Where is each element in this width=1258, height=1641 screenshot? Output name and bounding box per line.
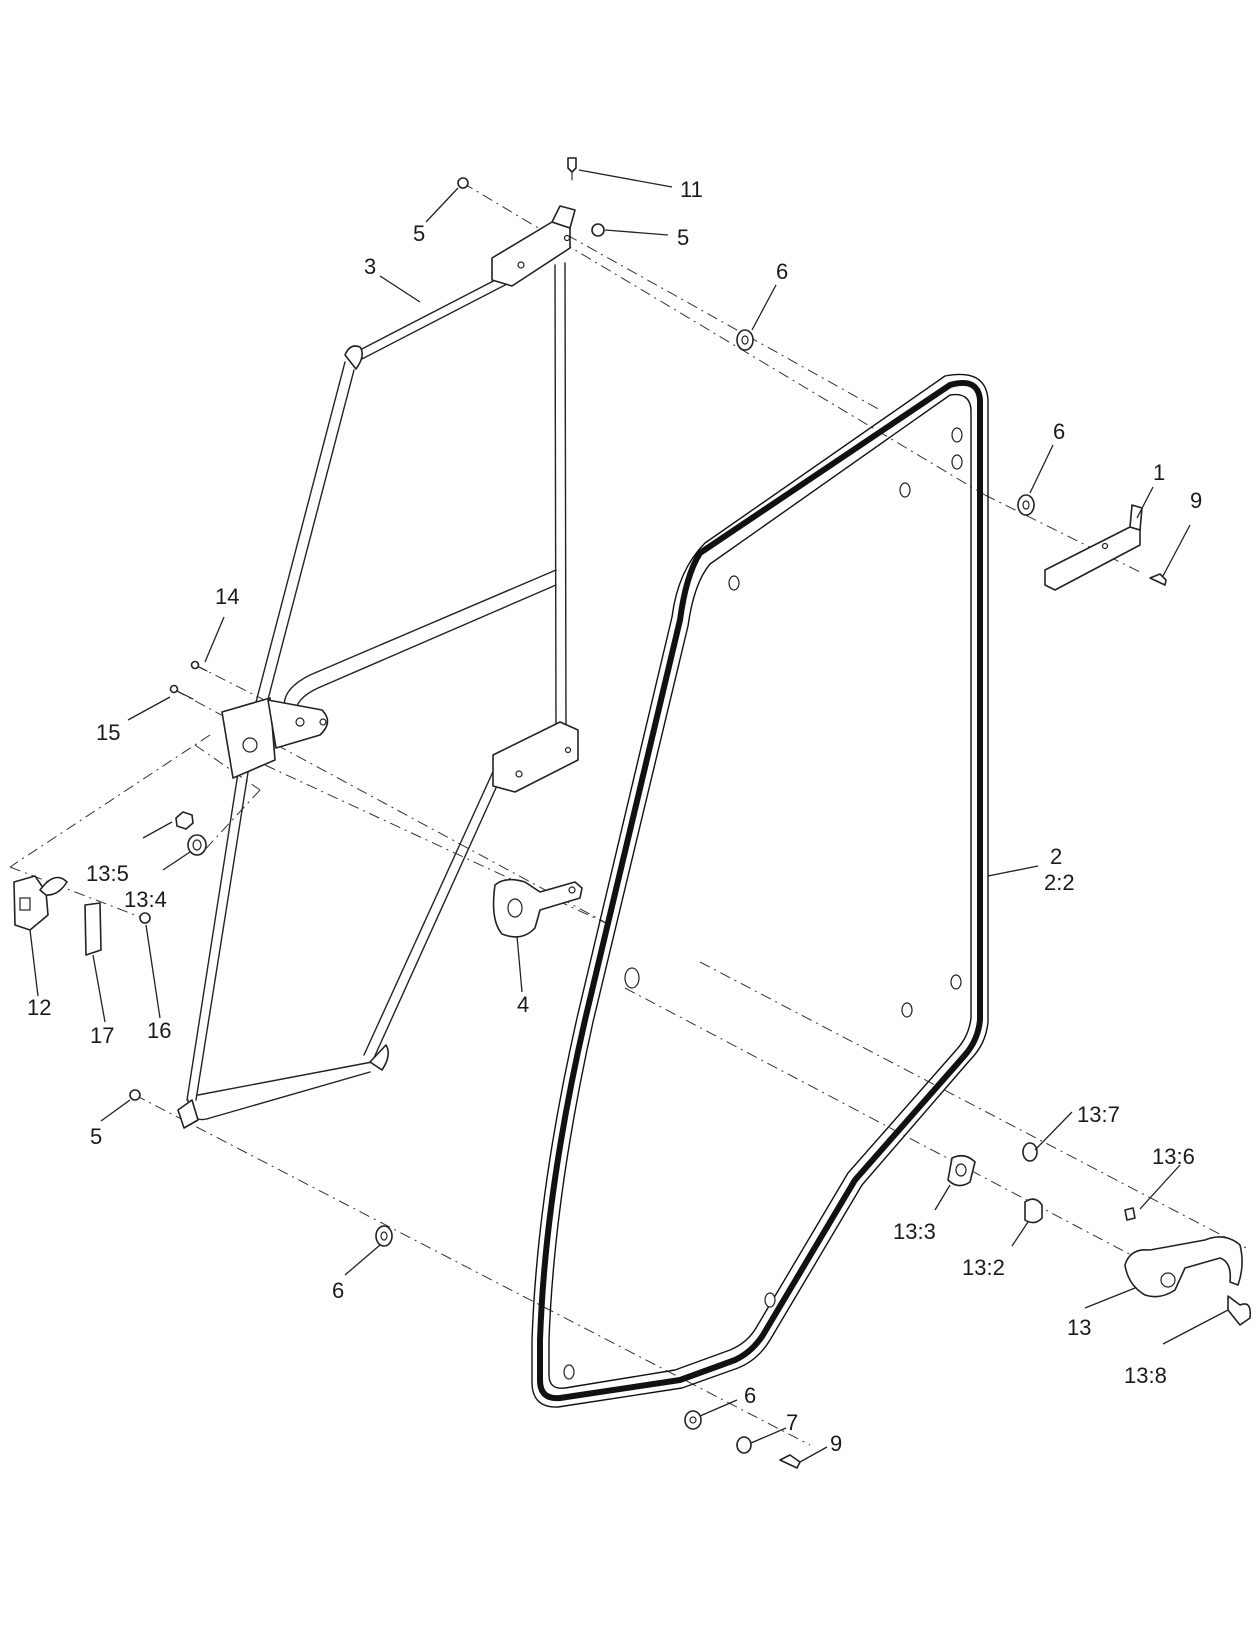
callout-5: 5 — [90, 1124, 102, 1149]
callout-4: 4 — [517, 992, 529, 1017]
callout-5: 5 — [677, 225, 689, 250]
callout-17: 17 — [90, 1023, 114, 1048]
leader-lines — [29, 169, 1229, 1463]
callout-13: 13 — [1067, 1315, 1091, 1340]
callout-12: 12 — [27, 995, 51, 1020]
callout-3: 3 — [364, 254, 376, 279]
callout-13-6: 13:6 — [1152, 1144, 1195, 1169]
callout-13-7: 13:7 — [1077, 1102, 1120, 1127]
door-frame — [177, 205, 579, 1129]
callout-11: 11 — [680, 177, 703, 202]
callout-labels: 11 5 5 3 6 6 1 9 14 15 13:5 13:4 2 2:2 1… — [27, 177, 1202, 1456]
callout-13-3: 13:3 — [893, 1219, 936, 1244]
callout-6: 6 — [744, 1383, 756, 1408]
callout-16: 16 — [147, 1018, 171, 1043]
glass-panel — [531, 373, 989, 1408]
callout-13-5: 13:5 — [86, 861, 129, 886]
callout-2: 2 — [1050, 844, 1062, 869]
callout-1: 1 — [1153, 460, 1165, 485]
callout-13-4: 13:4 — [124, 887, 167, 912]
callout-6: 6 — [332, 1278, 344, 1303]
callout-6: 6 — [776, 259, 788, 284]
callout-2-2: 2:2 — [1044, 870, 1075, 895]
callout-15: 15 — [96, 720, 120, 745]
callout-13-8: 13:8 — [1124, 1363, 1167, 1388]
hardware-parts — [13, 157, 1252, 1469]
callout-13-2: 13:2 — [962, 1255, 1005, 1280]
callout-5: 5 — [413, 221, 425, 246]
callout-9: 9 — [830, 1431, 842, 1456]
callout-6: 6 — [1053, 419, 1065, 444]
assembly-centerlines — [9, 182, 1251, 1446]
callout-14: 14 — [215, 584, 239, 609]
callout-9: 9 — [1190, 488, 1202, 513]
callout-7: 7 — [786, 1410, 798, 1435]
